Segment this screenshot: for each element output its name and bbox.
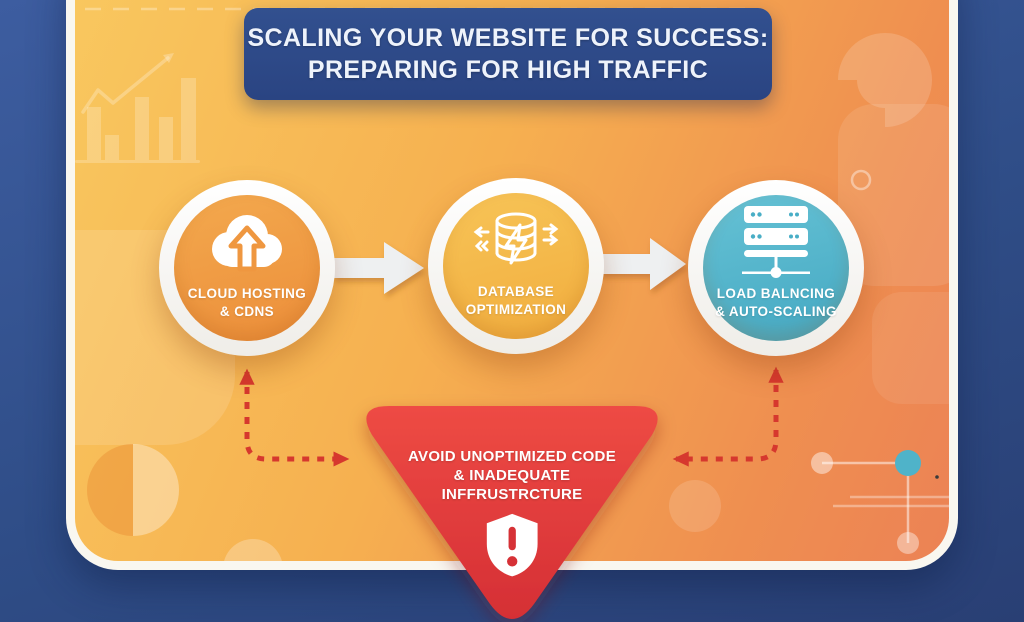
step-label-line-2: & AUTO-SCALING	[715, 303, 837, 319]
flow-arrow-icon	[333, 242, 424, 294]
flow-arrow-icon	[599, 238, 686, 290]
bar-chart-icon	[75, 78, 200, 163]
step-load-balancing: LOAD BALNCING & AUTO-SCALING	[688, 180, 864, 356]
step-label-line-2: & CDNS	[219, 303, 275, 319]
circle-decor	[669, 480, 721, 532]
split-circle-decor	[87, 444, 179, 536]
flow-arrows	[333, 238, 686, 294]
step-label: LOAD BALNCING & AUTO-SCALING	[715, 285, 837, 320]
network-nodes-icon	[811, 450, 949, 554]
title-banner: SCALING YOUR WEBSITE FOR SUCCESS: PREPAR…	[244, 8, 772, 100]
step-label-line-2: OPTIMIZATION	[465, 301, 567, 317]
warning-line-3: INFFRUSTRCTURE	[441, 486, 583, 503]
step-label-line-1: DATABASE	[477, 284, 555, 299]
cloud-upload-icon	[199, 209, 295, 279]
step-label: DATABASE OPTIMIZATION	[466, 283, 567, 318]
title-line-2: PREPARING FOR HIGH TRAFFIC	[307, 56, 709, 84]
server-stack-icon	[738, 206, 814, 279]
ring-icon	[850, 169, 872, 191]
warning-message: AVOID UNOPTIMIZED CODE & INADEQUATE INFF…	[362, 447, 662, 504]
title-line-1: SCALING YOUR WEBSITE FOR SUCCESS:	[247, 24, 769, 52]
step-database-optimization: DATABASE OPTIMIZATION	[428, 178, 604, 354]
step-load-balancing-circle: LOAD BALNCING & AUTO-SCALING	[703, 195, 849, 341]
dashed-arrow-right	[672, 366, 784, 467]
step-label-line-1: LOAD BALNCING	[716, 286, 836, 301]
circle-decor	[223, 539, 283, 561]
pie-chart-icon	[838, 33, 932, 127]
dashed-arrow-left	[239, 368, 350, 467]
warning-line-2: & INADEQUATE	[453, 467, 571, 484]
blob-decor	[872, 292, 949, 404]
database-bolt-icon	[472, 207, 560, 277]
step-database-circle: DATABASE OPTIMIZATION	[443, 193, 589, 339]
step-label: CLOUD HOSTING & CDNS	[188, 285, 306, 320]
trend-arrow-icon	[81, 53, 174, 114]
step-cloud-hosting: CLOUD HOSTING & CDNS	[159, 180, 335, 356]
step-label-line-1: CLOUD HOSTING	[187, 286, 307, 301]
warning-line-1: AVOID UNOPTIMIZED CODE	[408, 448, 616, 465]
blob-decor	[838, 104, 949, 286]
step-cloud-hosting-circle: CLOUD HOSTING & CDNS	[174, 195, 320, 341]
shield-alert-icon	[486, 513, 538, 577]
warning-triangle	[366, 406, 658, 619]
